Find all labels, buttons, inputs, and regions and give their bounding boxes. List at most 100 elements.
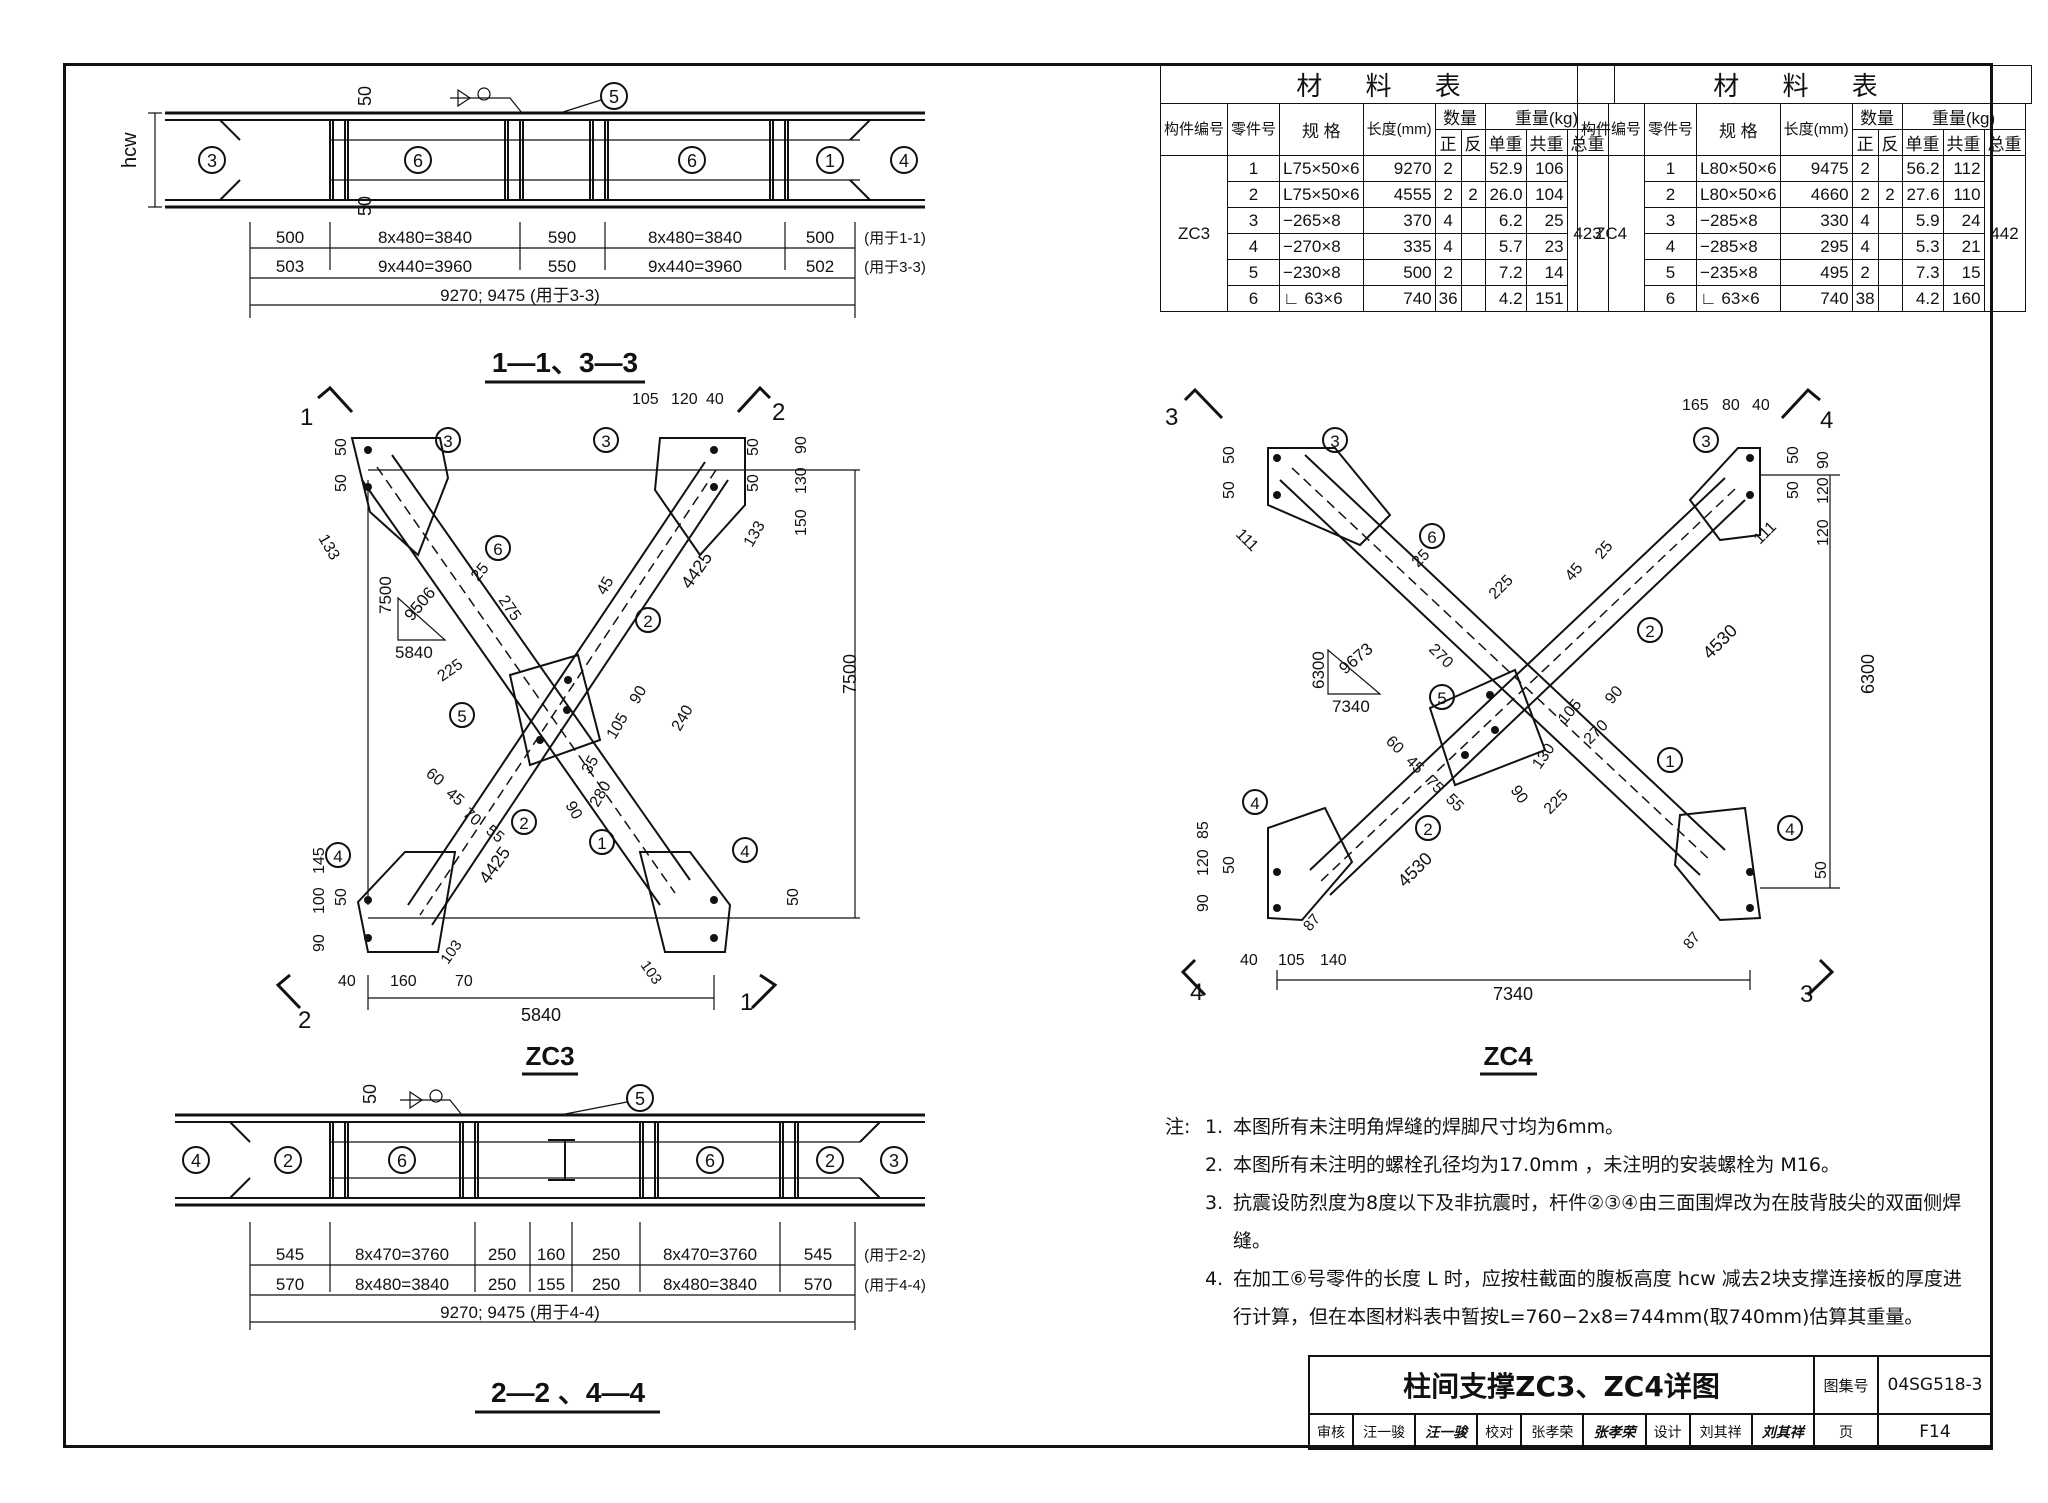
table-cell: 104 xyxy=(1525,181,1568,208)
zc3-70: 70 xyxy=(459,805,484,830)
atlas-number: 04SG518-3 xyxy=(1877,1355,1993,1415)
dim-value: 545 xyxy=(276,1245,304,1264)
table-cell: 4555 xyxy=(1362,181,1436,208)
zc4-87b: 87 xyxy=(1680,929,1704,953)
note-2: 2.本图所有未注明的螺栓孔径均为17.0mm ，未注明的安装螺栓为 M16。 xyxy=(1205,1154,1840,1176)
dim-value: 503 xyxy=(276,257,304,276)
table-cell: 1 xyxy=(1227,155,1281,182)
svg-text:3: 3 xyxy=(443,432,452,451)
table-cell: 2 xyxy=(1851,181,1879,208)
zc4-165: 165 xyxy=(1682,397,1709,414)
zc3-4425a: 4425 xyxy=(677,548,716,592)
zc3-145: 145 xyxy=(311,847,328,874)
hdr-pos: 正 xyxy=(1851,129,1879,156)
zc3-40: 40 xyxy=(706,391,724,408)
zc4-50a: 50 xyxy=(1221,446,1238,464)
svg-text:6: 6 xyxy=(397,1151,407,1171)
table-cell: 5.3 xyxy=(1901,233,1944,260)
table-cell: 151 xyxy=(1525,285,1568,312)
table-cell: 56.2 xyxy=(1901,155,1944,182)
table-cell: 110 xyxy=(1942,181,1985,208)
table-cell: 4 xyxy=(1227,233,1281,260)
svg-text:4: 4 xyxy=(740,842,749,861)
table-cell: 36 xyxy=(1434,285,1462,312)
svg-text:3: 3 xyxy=(1701,432,1710,451)
zc3-105b: 105 xyxy=(604,710,632,742)
dim-value: 590 xyxy=(548,228,576,247)
zc3-150: 150 xyxy=(793,509,810,536)
dim-value: 9x440=3960 xyxy=(648,257,742,276)
dim-value: 545 xyxy=(804,1245,832,1264)
table-cell: 24 xyxy=(1942,207,1985,234)
dim-value: 250 xyxy=(592,1275,620,1294)
table-cell: 2 xyxy=(1434,155,1462,182)
zc3-dim-w: 5840 xyxy=(521,1005,561,1025)
svg-text:2: 2 xyxy=(825,1151,835,1171)
svg-text:1: 1 xyxy=(825,151,835,171)
table-cell: 6.2 xyxy=(1484,207,1527,234)
zc3-35: 35 xyxy=(579,753,603,777)
zc4-90d: 90 xyxy=(1195,894,1212,912)
table-cell: 2 xyxy=(1460,181,1486,208)
table-cell: 4 xyxy=(1644,233,1698,260)
zc3-50a: 50 xyxy=(333,438,350,456)
note-4: 4.在加工⑥号零件的长度 L 时，应按柱截面的腹板高度 hcw 减去2块支撑连接… xyxy=(1205,1268,1962,1328)
zc3-120: 120 xyxy=(671,391,698,408)
svg-text:4: 4 xyxy=(333,847,342,866)
table-cell: 2 xyxy=(1434,259,1462,286)
table-cell: 7.3 xyxy=(1901,259,1944,286)
svg-text:5: 5 xyxy=(1437,689,1446,708)
zc4-85: 85 xyxy=(1195,821,1212,839)
zc3-50e: 50 xyxy=(333,888,350,906)
dim-value: 9x440=3960 xyxy=(378,257,472,276)
table-cell: 14 xyxy=(1525,259,1568,286)
section-top-title: 1—1、3—3 xyxy=(492,347,638,378)
table-cell: ∟ 63×6 xyxy=(1279,285,1364,312)
svg-text:6: 6 xyxy=(705,1151,715,1171)
zc4-50e: 50 xyxy=(1221,856,1238,874)
zc3-50f: 50 xyxy=(785,888,802,906)
dim-value: 500 xyxy=(806,228,834,247)
review-label: 审核 xyxy=(1307,1413,1355,1450)
zc3-50b: 50 xyxy=(333,474,350,492)
section-bottom-title: 2—2 、4—4 xyxy=(491,1377,645,1408)
zc3-130: 130 xyxy=(793,467,810,494)
table-cell xyxy=(1877,233,1903,260)
notes: 注: 1.本图所有未注明角焊缝的焊脚尺寸均为6mm。 2.本图所有未注明的螺栓孔… xyxy=(1165,1108,1965,1336)
svg-text:2: 2 xyxy=(1645,622,1654,641)
table-cell: −230×8 xyxy=(1279,259,1364,286)
table-title: 材 料 表 xyxy=(1159,65,1616,104)
hdr-qty: 数量 xyxy=(1434,103,1486,130)
zc3-cut-2b: 2 xyxy=(298,1007,311,1034)
zc3-90b: 90 xyxy=(627,683,651,707)
zc3-tri-w: 5840 xyxy=(395,643,433,662)
zc4-130: 130 xyxy=(1529,741,1558,773)
zc3-25: 25 xyxy=(468,560,493,585)
zc4-111a: 111 xyxy=(1232,526,1261,555)
dim-value: 8x470=3760 xyxy=(663,1245,757,1264)
table-cell: 27.6 xyxy=(1901,181,1944,208)
dim-value: 550 xyxy=(548,257,576,276)
table-cell: 2 xyxy=(1851,259,1879,286)
table-cell: 5.9 xyxy=(1901,207,1944,234)
zc4-4530a: 4530 xyxy=(1699,620,1741,662)
table-cell: 25 xyxy=(1525,207,1568,234)
zc3-cut-1b: 1 xyxy=(740,989,753,1016)
table-cell: L75×50×6 xyxy=(1279,181,1364,208)
zc4-120b: 120 xyxy=(1815,519,1832,546)
zc4-tri-h: 6300 xyxy=(1309,651,1328,689)
hdr-weight: 重量(kg) xyxy=(1901,103,2026,130)
zc3-100: 100 xyxy=(311,887,328,914)
page-label: 页 xyxy=(1813,1413,1879,1450)
zc4-120: 120 xyxy=(1815,477,1832,504)
table-cell: −235×8 xyxy=(1696,259,1781,286)
dim-value: 8x480=3840 xyxy=(378,228,472,247)
table-cell: 500 xyxy=(1362,259,1436,286)
checker: 张孝荣 xyxy=(1520,1413,1585,1450)
dim-value: 8x480=3840 xyxy=(648,228,742,247)
zc4-cut-3: 3 xyxy=(1165,404,1178,431)
zc3-dim-h: 7500 xyxy=(840,654,860,694)
dim-value: 250 xyxy=(488,1245,516,1264)
hdr-sum: 共重 xyxy=(1525,129,1568,156)
